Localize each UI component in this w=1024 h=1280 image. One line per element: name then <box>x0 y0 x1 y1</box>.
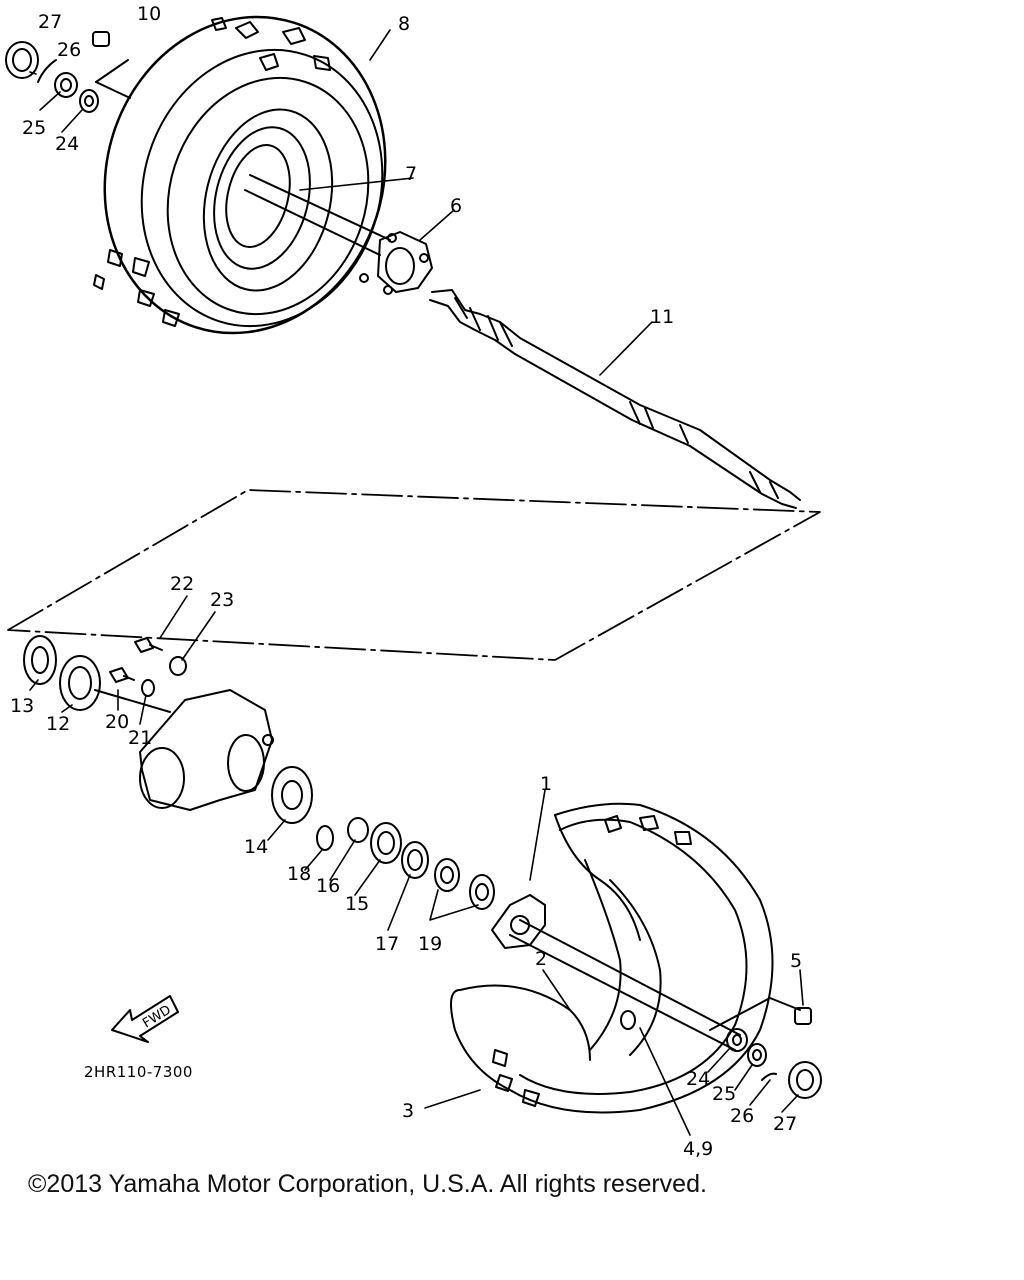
label-13: 13 <box>10 695 34 717</box>
label-25-top: 25 <box>22 117 46 139</box>
label-2: 2 <box>535 948 547 970</box>
label-24-top: 24 <box>55 133 79 155</box>
leader-lines <box>29 29 804 1136</box>
copyright-notice: ©2013 Yamaha Motor Corporation, U.S.A. A… <box>28 1170 707 1198</box>
lower-wheel-tire <box>450 802 774 1114</box>
label-6: 6 <box>450 195 462 217</box>
label-11: 11 <box>650 306 674 328</box>
label-18: 18 <box>287 863 311 885</box>
label-5: 5 <box>790 950 802 972</box>
label-7: 7 <box>405 163 417 185</box>
label-21: 21 <box>128 727 152 749</box>
label-12: 12 <box>46 713 70 735</box>
label-25-bottom: 25 <box>712 1083 736 1105</box>
part-number-labels: 27 10 26 8 25 24 7 6 11 22 23 13 12 20 2… <box>10 3 802 1160</box>
label-8: 8 <box>398 13 410 35</box>
lower-fastener-group <box>726 1007 822 1099</box>
diagram-canvas: FWD 27 10 26 8 25 <box>5 3 822 1160</box>
fwd-arrow-icon: FWD <box>111 995 179 1043</box>
label-14: 14 <box>244 836 268 858</box>
assembly-outline-box <box>7 489 821 661</box>
rear-axle-shaft <box>429 289 801 509</box>
label-19: 19 <box>418 933 442 955</box>
label-1: 1 <box>540 773 552 795</box>
fwd-label: FWD <box>140 1003 174 1032</box>
diagram-code: 2HR110-7300 <box>84 1063 193 1081</box>
upper-fastener-group <box>5 31 131 113</box>
upper-hub <box>359 231 433 295</box>
label-23: 23 <box>210 589 234 611</box>
label-17: 17 <box>375 933 399 955</box>
label-26-top: 26 <box>57 39 81 61</box>
label-20: 20 <box>105 711 129 733</box>
label-26-bottom: 26 <box>730 1105 754 1127</box>
label-3: 3 <box>402 1100 414 1122</box>
label-27-top: 27 <box>38 11 62 33</box>
label-4-9: 4,9 <box>683 1138 713 1160</box>
upper-wheel-tire <box>93 15 387 335</box>
label-24-bottom: 24 <box>686 1068 710 1090</box>
final-gear-case <box>23 635 495 910</box>
label-10: 10 <box>137 3 161 25</box>
label-27-bottom: 27 <box>773 1113 797 1135</box>
label-15: 15 <box>345 893 369 915</box>
label-16: 16 <box>316 875 340 897</box>
label-22: 22 <box>170 573 194 595</box>
